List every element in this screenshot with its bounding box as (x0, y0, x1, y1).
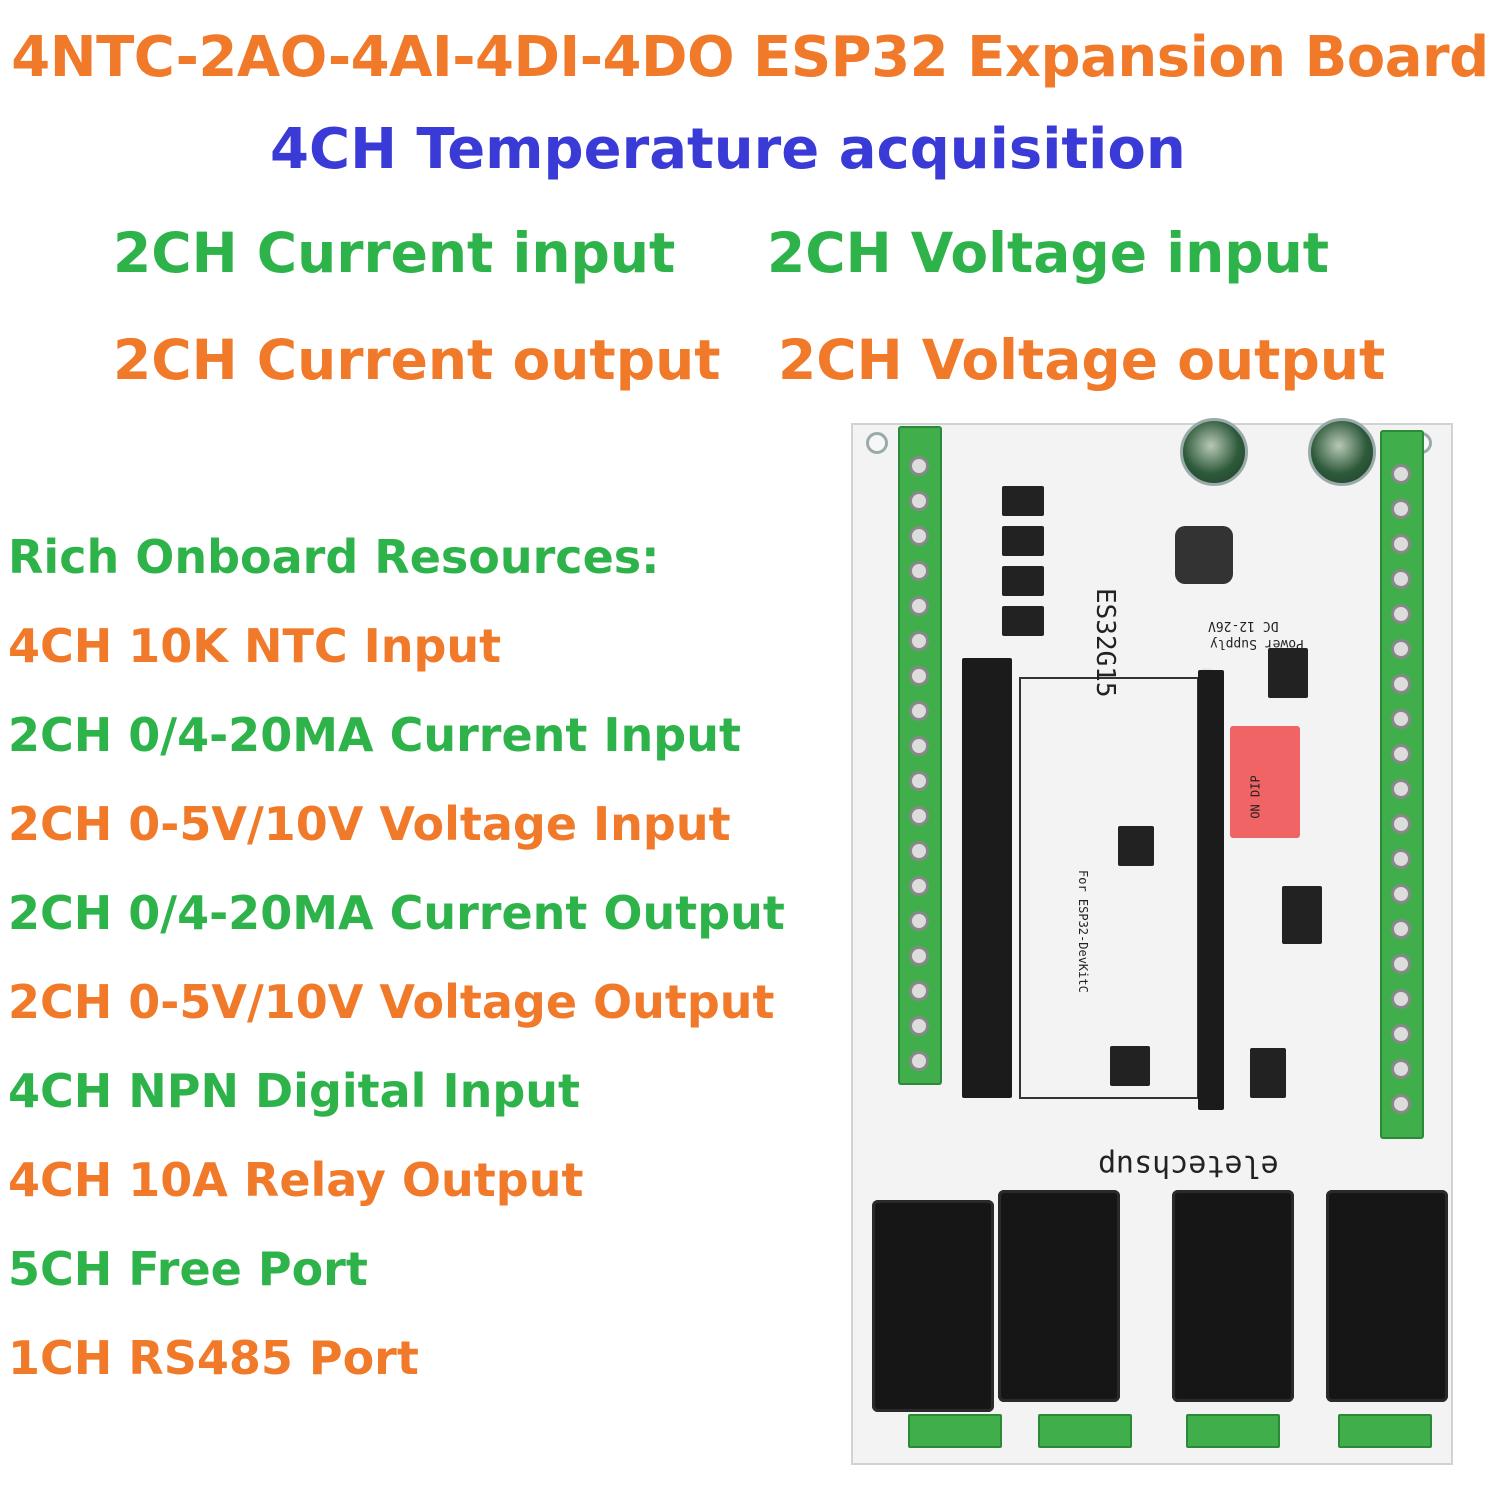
terminal-block-right (1380, 430, 1424, 1139)
board-brand: eletechsup (1098, 1148, 1279, 1183)
ic-chip (1118, 826, 1154, 866)
ic-chip (1110, 1046, 1150, 1086)
dip-switch (1230, 726, 1300, 838)
resource-item: 5CH Free Port (8, 1242, 368, 1296)
resource-item: 2CH 0/4-20MA Current Output (8, 886, 785, 940)
feature-voltage-input: 2CH Voltage input (767, 221, 1330, 285)
relay-terminal (1038, 1414, 1132, 1448)
terminal-block-left (898, 426, 942, 1085)
relay-1 (1326, 1190, 1448, 1402)
relay-terminal (908, 1414, 1002, 1448)
electrolytic-capacitor (1180, 418, 1248, 486)
board-photo: ES32G15 DC 12-26V Power Supply For ESP32… (850, 418, 1475, 1466)
feature-voltage-output: 2CH Voltage output (778, 328, 1386, 392)
pin-header-left (962, 658, 1012, 1098)
board-compat: For ESP32-DevKitC (1076, 870, 1090, 993)
board-supply: DC 12-26V (1208, 618, 1279, 633)
optocoupler-chip (1002, 566, 1044, 596)
optocoupler-chip (1002, 526, 1044, 556)
page-subtitle: 4CH Temperature acquisition (270, 117, 1186, 182)
pin-header-right (1198, 670, 1224, 1110)
resource-item: 4CH NPN Digital Input (8, 1064, 580, 1118)
resource-item: 2CH 0-5V/10V Voltage Output (8, 975, 775, 1029)
relay-2 (1172, 1190, 1294, 1402)
feature-current-input: 2CH Current input (113, 221, 676, 285)
relay-3 (998, 1190, 1120, 1402)
dip-label: ON DIP (1248, 775, 1263, 819)
resource-item: 2CH 0/4-20MA Current Input (8, 708, 741, 762)
inductor (1175, 526, 1233, 584)
resource-item: 2CH 0-5V/10V Voltage Input (8, 797, 731, 851)
page-title: 4NTC-2AO-4AI-4DI-4DO ESP32 Expansion Boa… (11, 25, 1489, 90)
resources-heading: Rich Onboard Resources: (8, 530, 660, 584)
resources-list: Rich Onboard Resources: 4CH 10K NTC Inpu… (8, 513, 785, 1403)
ic-chip (1250, 1048, 1286, 1098)
board-model: ES32G15 (1090, 588, 1120, 698)
feature-current-output: 2CH Current output (113, 328, 721, 392)
ic-chip (1268, 648, 1308, 698)
resource-item: 4CH 10K NTC Input (8, 619, 502, 673)
resource-item: 4CH 10A Relay Output (8, 1153, 584, 1207)
mounting-hole (866, 432, 888, 454)
optocoupler-chip (1002, 486, 1044, 516)
relay-terminal (1186, 1414, 1280, 1448)
ic-chip (1282, 886, 1322, 944)
relay-terminal (1338, 1414, 1432, 1448)
optocoupler-chip (1002, 606, 1044, 636)
relay-4 (872, 1200, 994, 1412)
board-supply-label: Power Supply (1210, 636, 1304, 651)
electrolytic-capacitor (1308, 418, 1376, 486)
resource-item: 1CH RS485 Port (8, 1331, 419, 1385)
